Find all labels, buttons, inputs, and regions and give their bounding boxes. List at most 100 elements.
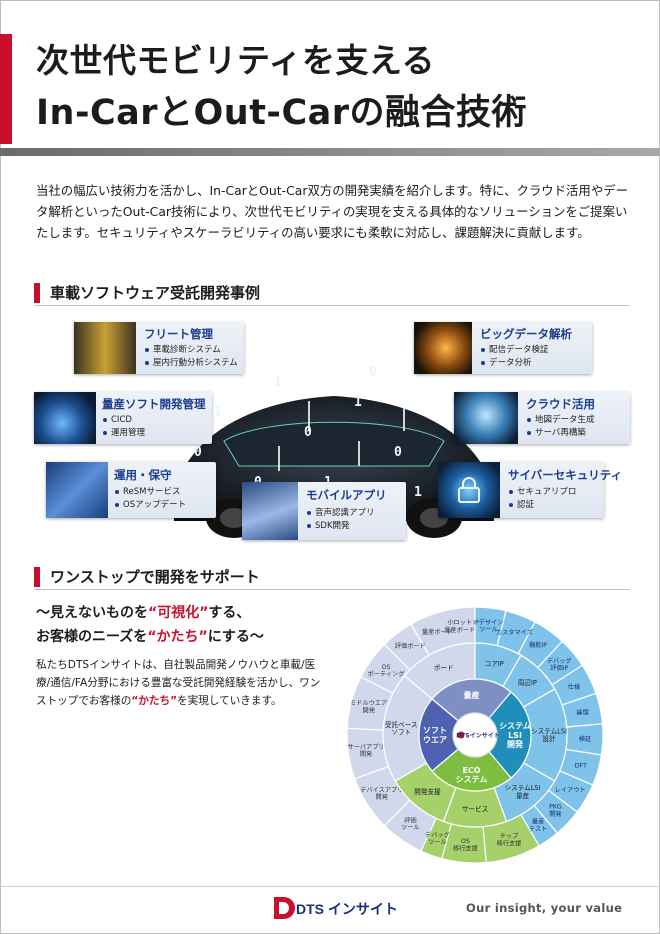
wheel-center-label: DTSインサイト bbox=[456, 733, 499, 740]
title-accent-bar bbox=[0, 34, 12, 144]
lead-highlight: “かたち” bbox=[131, 695, 178, 707]
lock-icon bbox=[458, 477, 480, 503]
svg-text:0: 0 bbox=[194, 445, 202, 460]
tagline-text: にする〜 bbox=[207, 629, 264, 645]
wheel-inner-label: ソフトウエア bbox=[423, 726, 447, 744]
wheel-center-logo-mark bbox=[457, 731, 465, 739]
fleet-thumbnail bbox=[74, 322, 136, 374]
section-heading-one-stop: ワンストップで開発をサポート bbox=[34, 565, 630, 590]
card-item: データ分析 bbox=[480, 357, 549, 370]
card-item: サーバ再構築 bbox=[526, 427, 595, 440]
svg-text:1: 1 bbox=[214, 405, 222, 420]
operations-thumbnail bbox=[46, 462, 108, 518]
section-title: 車載ソフトウェア受託開発事例 bbox=[50, 284, 261, 302]
card-item: 認証 bbox=[508, 499, 576, 512]
wheel-middle-label: ボード bbox=[434, 664, 454, 672]
svg-text:1: 1 bbox=[414, 485, 422, 500]
wheel-outer-label: レイアウト bbox=[555, 786, 586, 794]
wheel-outer-label: 量産テスト bbox=[529, 818, 548, 833]
case-card-cybersecurity: サイバーセキュリティ セキュアリプロ 認証 bbox=[438, 462, 622, 518]
page-title-line2: In-CarとOut-Carの融合技術 bbox=[36, 93, 528, 133]
case-card-operations: 運用・保守 ReSMサービス OSアップデート bbox=[46, 462, 216, 518]
svg-text:1: 1 bbox=[354, 395, 362, 410]
card-items: セキュアリプロ 認証 bbox=[508, 486, 576, 511]
card-title: フリート管理 bbox=[144, 327, 213, 341]
section-title: ワンストップで開発をサポート bbox=[50, 568, 260, 586]
tagline-line1: 〜見えないものを“可視化”する、 bbox=[36, 601, 264, 625]
footer-slogan: Our insight, your value bbox=[466, 901, 623, 915]
mobile-thumbnail bbox=[242, 482, 298, 540]
card-item: 地図データ生成 bbox=[526, 414, 595, 427]
card-item: ReSMサービス bbox=[114, 486, 186, 499]
big-data-thumbnail bbox=[414, 322, 472, 374]
wheel-outer-label: IPデザインツール bbox=[473, 618, 503, 633]
wheel-inner-label: 量産 bbox=[464, 690, 480, 700]
wheel-outer-label: デバイスアプリ開発 bbox=[360, 786, 403, 801]
lead-paragraph: 私たちDTSインサイトは、自社製品開発ノウハウと車載/医療/通信/FA分野におけ… bbox=[36, 656, 326, 710]
case-card-fleet: フリート管理 車載診断システム 屋内行動分析システム bbox=[74, 322, 244, 374]
card-title: クラウド活用 bbox=[526, 397, 595, 411]
card-title: 量産ソフト開発管理 bbox=[102, 397, 206, 411]
svg-text:1: 1 bbox=[274, 375, 282, 390]
card-title: モバイルアプリ bbox=[306, 488, 387, 502]
security-thumbnail bbox=[438, 462, 500, 518]
card-item: 屋内行動分析システム bbox=[144, 357, 238, 370]
intro-paragraph: 当社の幅広い技術力を活かし、In-CarとOut-Car双方の開発実績を紹介しま… bbox=[36, 183, 628, 240]
tagline-text: する、 bbox=[208, 605, 251, 621]
wheel-middle-label: 周辺IP bbox=[518, 679, 537, 687]
tagline-text: 〜見えないものを bbox=[36, 605, 148, 621]
wheel-outer-label: デバッグツール bbox=[425, 831, 450, 846]
wheel-outer-label: サーバアプリ開発 bbox=[348, 744, 385, 758]
card-item: 車載診断システム bbox=[144, 344, 238, 357]
card-item: 運用管理 bbox=[102, 427, 145, 440]
case-card-cloud: クラウド活用 地図データ生成 サーバ再構築 bbox=[454, 392, 630, 444]
wheel-outer-label: ミドルウエア開発 bbox=[350, 699, 387, 714]
svg-text:0: 0 bbox=[369, 365, 377, 380]
wheel-center bbox=[452, 712, 498, 758]
wheel-outer-label: チップ移行支援 bbox=[497, 833, 522, 847]
case-card-mass-production: 量産ソフト開発管理 CICD 運用管理 bbox=[34, 392, 212, 444]
tagline-text: お客様のニーズを bbox=[36, 629, 148, 645]
card-item: SDK開発 bbox=[306, 520, 375, 533]
card-items: 車載診断システム 屋内行動分析システム bbox=[144, 344, 238, 369]
card-item: 音声認識アプリ bbox=[306, 507, 375, 520]
footer-logo-text: DTS インサイト bbox=[296, 901, 398, 917]
title-divider bbox=[0, 148, 660, 156]
card-items: 配信データ検証 データ分析 bbox=[480, 344, 549, 369]
wheel-outer-label: カスタマイズ bbox=[496, 628, 533, 636]
wheel-outer-label: 機能IP bbox=[529, 641, 547, 649]
dts-insight-logo: DTS インサイト bbox=[274, 897, 398, 919]
card-item: 配信データ検証 bbox=[480, 344, 549, 357]
page-title-line1: 次世代モビリティを支える bbox=[36, 41, 436, 80]
tagline-highlight: “可視化” bbox=[148, 605, 209, 621]
tagline-line2: お客様のニーズを“かたち”にする〜 bbox=[36, 625, 264, 649]
card-items: 音声認識アプリ SDK開発 bbox=[306, 507, 375, 532]
tagline: 〜見えないものを“可視化”する、 お客様のニーズを“かたち”にする〜 bbox=[36, 601, 264, 649]
wheel-middle-label: 受託ベースソフト bbox=[385, 720, 418, 737]
wheel-outer-label: 検証 bbox=[579, 735, 591, 743]
wheel-outer-label: 量産ボード bbox=[422, 628, 453, 636]
card-item: セキュアリプロ bbox=[508, 486, 576, 499]
card-title: ビッグデータ解析 bbox=[480, 327, 572, 341]
card-items: 地図データ生成 サーバ再構築 bbox=[526, 414, 595, 439]
one-stop-service-wheel: 量産ボードIPデザインツールカスタマイズ機能IPデバッグ評価IP仕様論理検証DF… bbox=[346, 606, 604, 864]
cloud-thumbnail bbox=[454, 392, 518, 444]
tagline-highlight: “かたち” bbox=[147, 629, 208, 645]
wheel-outer-label: 仕様 bbox=[568, 683, 581, 691]
footer-divider bbox=[0, 886, 660, 887]
card-items: ReSMサービス OSアップデート bbox=[114, 486, 186, 511]
title-block: 次世代モビリティを支える In-CarとOut-Carの融合技術 bbox=[0, 12, 660, 147]
wheel-outer-label: 論理 bbox=[576, 708, 588, 716]
wheel-middle-label: コアIP bbox=[485, 660, 504, 668]
svg-text:0: 0 bbox=[394, 445, 402, 460]
section-accent-bar bbox=[34, 283, 40, 303]
case-card-mobile-app: モバイルアプリ 音声認識アプリ SDK開発 bbox=[242, 482, 406, 540]
wheel-outer-label: 小ロット量産ボード bbox=[444, 619, 475, 634]
